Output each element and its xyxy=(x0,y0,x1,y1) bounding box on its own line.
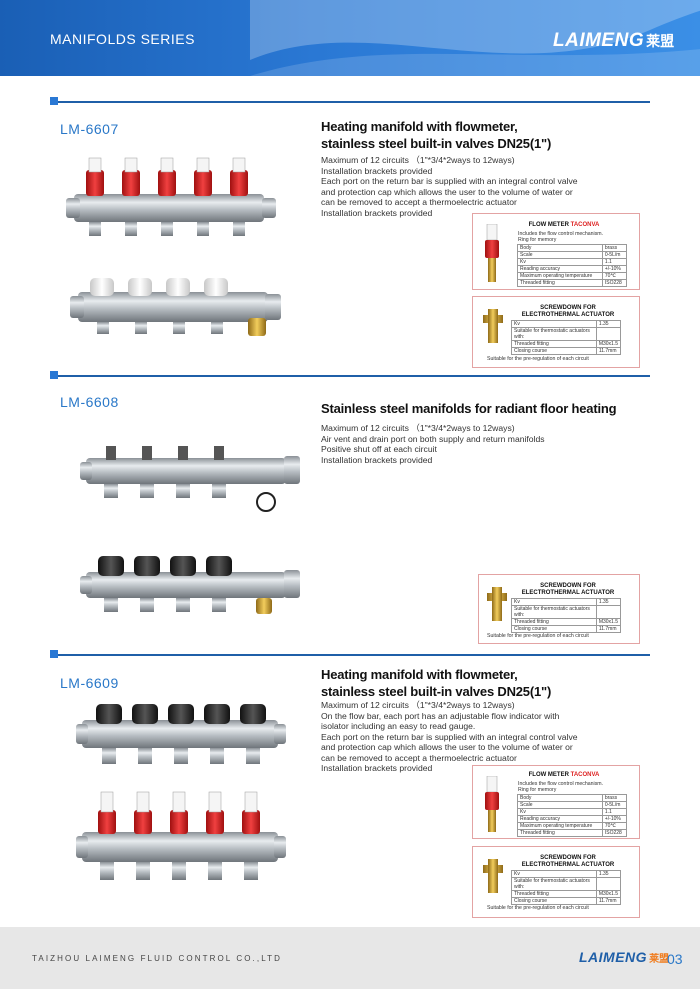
manifold-black-cap-image xyxy=(80,556,300,614)
section-divider xyxy=(50,371,650,379)
screwdown-spec-box: SCREWDOWN FOR ELECTROTHERMAL ACTUATOR Kv… xyxy=(472,296,640,368)
logo-chinese: 莱盟 xyxy=(649,953,670,965)
flowmeter-spec-box: FLOW METER TACONVA Includes the flow con… xyxy=(472,765,640,839)
model-number: LM-6609 xyxy=(60,675,119,691)
table-row: Suitable for thermostatic actuators with… xyxy=(511,605,622,619)
table-row: Suitable for thermostatic actuators with… xyxy=(511,327,622,341)
product-title: Heating manifold with flowmeter, stainle… xyxy=(321,119,552,151)
product-description: Maximum of 12 circuits （1"*3/4*2ways to … xyxy=(321,423,545,465)
flowmeter-spec-title: FLOW METER TACONVA xyxy=(528,772,600,778)
header-wave-decoration xyxy=(250,0,700,76)
screwdown-spec-box: SCREWDOWN FOR ELECTROTHERMAL ACTUATOR Kv… xyxy=(472,846,640,918)
logo-chinese: 莱盟 xyxy=(646,34,675,50)
table-row: Suitable for thermostatic actuators with… xyxy=(511,877,622,891)
screwdown-spec-title: SCREWDOWN FOR ELECTROTHERMAL ACTUATOR xyxy=(521,583,615,596)
page-number: 03 xyxy=(667,951,683,967)
product-description: Maximum of 12 circuits （1"*3/4*2ways to … xyxy=(321,700,578,773)
screwdown-spec-box: SCREWDOWN FOR ELECTROTHERMAL ACTUATOR Kv… xyxy=(478,574,640,644)
section-divider xyxy=(50,97,650,105)
laimeng-logo: LAIMENG 莱盟 xyxy=(553,26,674,56)
screwdown-valve-icon xyxy=(483,309,503,343)
logo-wordmark: LAIMENG xyxy=(579,949,648,965)
laimeng-logo: LAIMENG 莱盟 xyxy=(579,949,669,965)
screwdown-spec-footer: Suitable for the pre-regulation of each … xyxy=(487,356,589,362)
page-footer: TAIZHOU LAIMENG FLUID CONTROL CO.,LTD LA… xyxy=(0,927,700,989)
table-row: Reading accuracy+/-10% xyxy=(517,815,628,823)
flowmeter-spec-note: Includes the flow control mechanism. Rin… xyxy=(518,781,604,793)
flowmeter-spec-title: FLOW METER TACONVA xyxy=(528,222,600,228)
manifold-flowmeter-image xyxy=(76,791,286,880)
product-description: Maximum of 12 circuits （1"*3/4*2ways to … xyxy=(321,155,578,218)
flowmeter-spec-note: Includes the flow control mechanism. Rin… xyxy=(518,231,604,243)
logo-wordmark: LAIMENG xyxy=(553,30,645,51)
flowmeter-spec-box: FLOW METER TACONVA Includes the flow con… xyxy=(472,213,640,290)
model-number: LM-6608 xyxy=(60,394,119,410)
model-number: LM-6607 xyxy=(60,121,119,137)
section-divider xyxy=(50,650,650,658)
table-row: Reading accuracy+/-10% xyxy=(517,265,628,273)
manifold-chrome-valve-image xyxy=(80,446,300,512)
page-header: MANIFOLDS SERIES LAIMENG 莱盟 xyxy=(0,0,700,76)
manifold-white-cap-image xyxy=(70,278,281,336)
screwdown-spec-footer: Suitable for the pre-regulation of each … xyxy=(487,633,589,639)
manifold-black-cap-image xyxy=(76,704,286,764)
screwdown-valve-icon xyxy=(487,587,507,621)
screwdown-spec-title: SCREWDOWN FOR ELECTROTHERMAL ACTUATOR xyxy=(521,855,615,868)
product-title: Heating manifold with flowmeter, stainle… xyxy=(321,667,552,699)
series-title: MANIFOLDS SERIES xyxy=(50,31,195,47)
manifold-flowmeter-image xyxy=(66,157,276,236)
screwdown-spec-title: SCREWDOWN FOR ELECTROTHERMAL ACTUATOR xyxy=(521,305,615,318)
flowmeter-valve-icon xyxy=(485,224,499,282)
flowmeter-valve-icon xyxy=(485,776,499,832)
screwdown-valve-icon xyxy=(483,859,503,893)
company-name: TAIZHOU LAIMENG FLUID CONTROL CO.,LTD xyxy=(32,954,283,963)
product-title: Stainless steel manifolds for radiant fl… xyxy=(321,401,617,416)
screwdown-spec-footer: Suitable for the pre-regulation of each … xyxy=(487,905,589,911)
